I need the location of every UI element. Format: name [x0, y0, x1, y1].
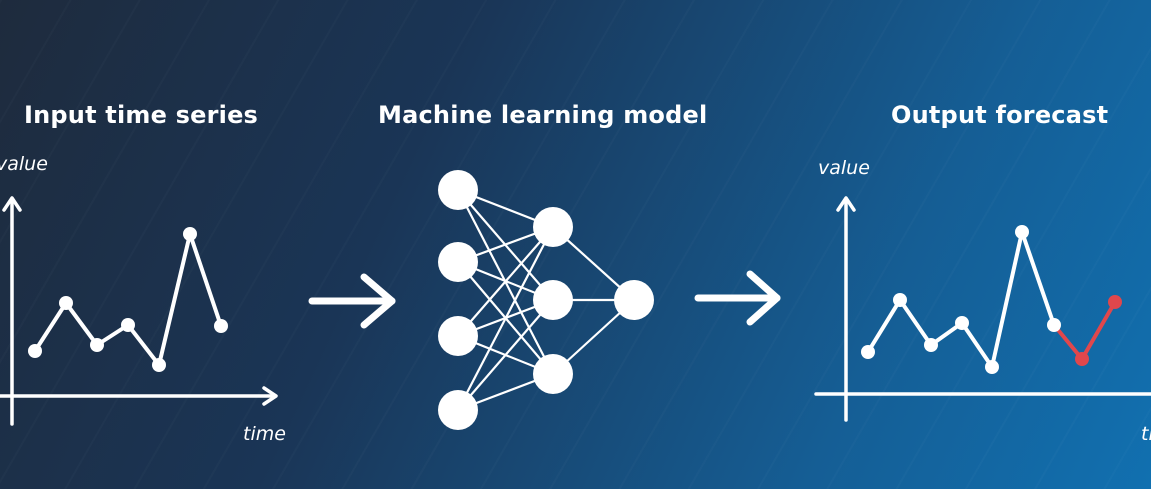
input-heading: Input time series	[24, 101, 259, 129]
input-x-axis-arrowhead	[262, 386, 278, 406]
input-y-axis-label: value	[0, 153, 48, 175]
input-point	[90, 338, 104, 352]
output-forecast-points	[1075, 295, 1122, 366]
output-history-points	[861, 225, 1061, 374]
input-point	[214, 319, 228, 333]
output-y-axis-arrowhead	[836, 196, 856, 212]
input-point	[121, 318, 135, 332]
output-point	[955, 316, 969, 330]
input-y-axis-arrowhead	[2, 196, 22, 212]
output-point	[924, 338, 938, 352]
output-forecast-line	[1052, 300, 1117, 361]
hidden-layer-node	[533, 207, 573, 247]
forecast-point	[1075, 352, 1089, 366]
input-point	[59, 296, 73, 310]
input-point	[183, 227, 197, 241]
flow-arrow-right-icon	[694, 270, 781, 326]
input-layer-node	[438, 170, 478, 210]
forecast-point	[1108, 295, 1122, 309]
flow-arrow-right-icon	[308, 273, 396, 329]
input-layer-node	[438, 242, 478, 282]
input-point	[152, 358, 166, 372]
output-point	[985, 360, 999, 374]
input-chart	[0, 196, 278, 426]
model-heading: Machine learning model	[378, 101, 708, 129]
output-heading: Output forecast	[891, 101, 1109, 129]
output-point	[861, 345, 875, 359]
hidden-layer-node	[533, 280, 573, 320]
input-series-points	[28, 227, 228, 372]
input-x-axis-label: time	[243, 423, 286, 445]
output-point	[1015, 225, 1029, 239]
input-layer-node	[438, 390, 478, 430]
input-point	[28, 344, 42, 358]
output-layer-node	[614, 280, 654, 320]
input-layer-node	[438, 316, 478, 356]
output-chart	[814, 196, 1151, 422]
output-point	[893, 293, 907, 307]
neural-network-nodes	[438, 170, 654, 430]
output-point	[1047, 318, 1061, 332]
hidden-layer-node	[533, 354, 573, 394]
output-x-axis-label: time	[1141, 423, 1151, 445]
output-y-axis-label: value	[818, 157, 870, 179]
